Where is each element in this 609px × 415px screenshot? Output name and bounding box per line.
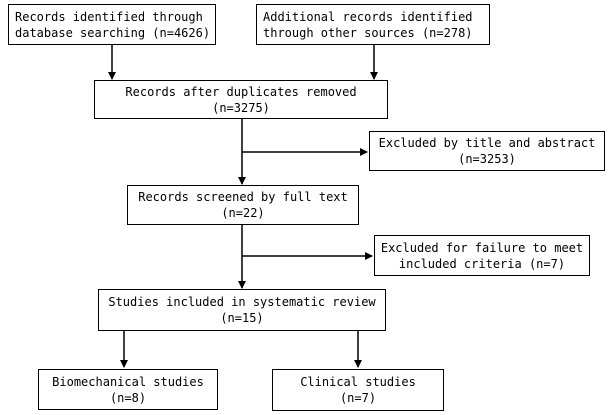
other-sources-box: Additional records identified through ot…: [256, 4, 490, 45]
db-search-line1: Records identified through: [15, 9, 203, 24]
included-line2: (n=15): [220, 311, 264, 325]
after-duplicates-box: Records after duplicates removed (n=3275…: [94, 80, 388, 119]
full-text-box: Records screened by full text (n=22): [127, 185, 359, 225]
full-text-line1: Records screened by full text: [138, 190, 348, 204]
clinical-line2: (n=7): [339, 391, 377, 405]
biomechanical-box: Biomechanical studies (n=8): [38, 369, 218, 410]
excluded-title-box: Excluded by title and abstract (n=3253): [369, 131, 605, 171]
after-duplicates-line2: (n=3275): [212, 100, 270, 115]
clinical-box: Clinical studies (n=7): [272, 369, 444, 411]
biomechanical-line1: Biomechanical studies: [52, 374, 204, 389]
clinical-line1: Clinical studies: [300, 375, 416, 389]
excluded-criteria-line2: included criteria (n=7): [398, 256, 566, 271]
db-search-line2: database searching (n=4626): [15, 25, 211, 40]
biomechanical-line2: (n=8): [109, 390, 147, 405]
full-text-line2: (n=22): [221, 206, 265, 220]
excluded-criteria-line1: Excluded for failure to meet: [380, 240, 584, 255]
other-sources-line1: Additional records identified: [263, 9, 473, 24]
included-box: Studies included in systematic review (n…: [98, 289, 386, 331]
after-duplicates-line1: Records after duplicates removed: [125, 84, 357, 99]
other-sources-line2: through other sources (n=278): [263, 25, 473, 40]
included-line1: Studies included in systematic review: [108, 295, 376, 309]
excluded-title-line1: Excluded by title and abstract: [378, 136, 596, 150]
excluded-title-line2: (n=3253): [458, 152, 516, 166]
excluded-criteria-box: Excluded for failure to meet included cr…: [374, 235, 590, 276]
db-search-box: Records identified through database sear…: [8, 4, 216, 45]
